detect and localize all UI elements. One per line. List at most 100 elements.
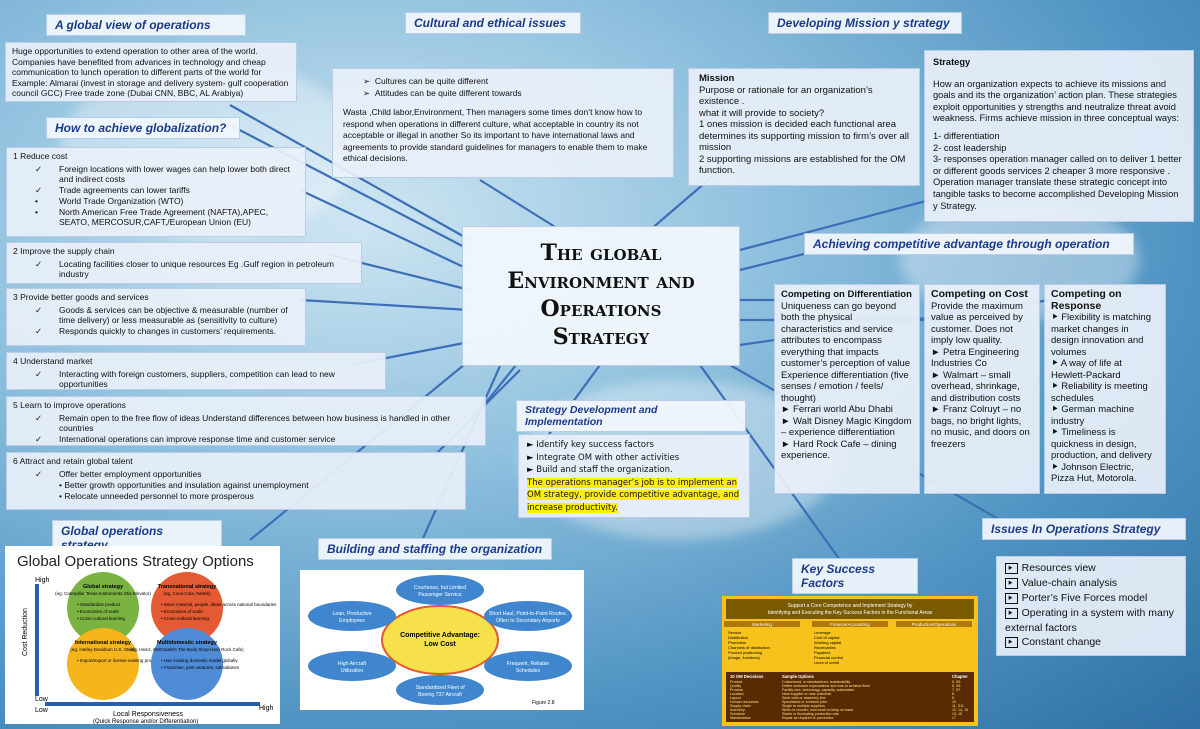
header-globalization: How to achieve globalization? — [46, 117, 240, 139]
globalization-bullet: ✓Offer better employment opportunities — [35, 468, 202, 479]
finance-item: Lines of credit — [814, 660, 840, 665]
factor-label: Often to Secondary Airports — [496, 618, 560, 624]
lower-cell: Stable or fluctuating production rate — [782, 712, 839, 716]
globalization-item: 5 Learn to improve operations ✓Remain ope… — [6, 396, 486, 446]
column-header: Marketing — [752, 622, 772, 627]
lower-cell: Quality — [730, 684, 741, 688]
header-strategy-dev: Strategy Development and Implementation — [516, 400, 746, 432]
lower-cell: Process — [730, 688, 743, 692]
x-axis-label: Local Responsiveness — [113, 711, 184, 718]
mission-line: Purpose or rationale for an organization… — [699, 84, 873, 108]
quadrant-title: Global strategy — [83, 584, 124, 590]
factor-label: Short Haul, Point-to-Point Routes, — [489, 611, 567, 617]
quadrant-title: Multidomestic strategy — [157, 640, 218, 646]
globalization-item-heading: 3 Provide better goods and services — [13, 292, 149, 302]
finance-item: Leverage — [814, 630, 831, 635]
play-icon: ⯈ — [1005, 637, 1018, 648]
lower-cell: Work cells or assembly line — [782, 696, 825, 700]
competing-line: ► Ferrari world Abu Dhabi — [781, 404, 893, 415]
globalization-item-heading: 5 Learn to improve operations — [13, 400, 126, 410]
table-title: Identifying and Executing the Key Succes… — [768, 610, 933, 616]
table-title: Support a Core Competence and Implement … — [788, 603, 913, 609]
axis-low-label: Low — [35, 707, 49, 714]
column-header: Finance/Accounting — [830, 622, 870, 627]
factor-label: Passenger Service — [418, 592, 462, 598]
factor-ellipse — [396, 575, 484, 605]
check-icon: ✓ — [35, 368, 43, 379]
globalization-item-heading: 2 Improve the supply chain — [13, 246, 115, 256]
strategy-line: Operation manager translate these strate… — [933, 177, 1179, 211]
lower-cell: Schedule — [730, 712, 745, 716]
title-line: Operations — [540, 296, 662, 322]
globalization-bullet: ✓Trade agreements can lower tariffs — [35, 184, 190, 195]
strategy-quadrant-circle — [67, 572, 139, 644]
quadrant-item: • Franchise, joint ventures, subsidiarie… — [161, 665, 240, 670]
lower-cell: 11, S11 — [952, 704, 964, 708]
competing-line: ► Franz Colruyt – no bags, no bright lig… — [931, 404, 1030, 450]
title-line: Environment and — [507, 268, 695, 294]
globalization-bullet: ✓Remain open to the free flow of ideas U… — [35, 412, 451, 433]
lower-header: Chapter — [952, 674, 968, 679]
check-icon: ✓ — [35, 184, 43, 195]
column-header-bg — [896, 621, 972, 627]
lower-cell: 13, 15 — [952, 712, 962, 716]
check-icon: • — [35, 206, 38, 217]
globalization-item: 6 Attract and retain global talent✓Offer… — [6, 452, 466, 510]
play-icon: ⯈ — [1005, 593, 1018, 604]
strategy-quadrant-circle — [151, 628, 223, 700]
globalization-bullet: •North American Free Trade Agreement (NA… — [35, 206, 269, 227]
factor-label: Standardized Fleet of — [415, 685, 465, 691]
competing-response: Competing on Response ⯈ Flexibility is m… — [1044, 284, 1166, 494]
quadrant-title: International strategy — [75, 640, 132, 646]
strategy-quadrant-circle — [151, 572, 223, 644]
globalization-item: 3 Provide better goods and services✓Good… — [6, 288, 306, 346]
cultural-bullet: ➢ Cultures can be quite different — [363, 76, 489, 86]
competing-line: ⯈ Timeliness is quickness in design, pro… — [1051, 427, 1152, 461]
strategy-dev-bullet: ► Integrate OM with other activities — [527, 452, 680, 463]
quadrant-item: • Cross-cultural learning — [161, 616, 209, 621]
lower-cell: 12, 14, 16 — [952, 708, 968, 712]
strategy-dev-bullet: ► Build and staff the organization. — [527, 465, 673, 475]
finance-item: Financial control — [814, 655, 843, 660]
lower-cell: 9 — [952, 696, 954, 700]
quadrant-item: • Standardize product — [77, 602, 121, 607]
competing-line: Uniqueness can go beyond both the physic… — [781, 300, 911, 404]
check-icon: ✓ — [35, 433, 43, 444]
strategy-quadrant-circle — [67, 628, 139, 700]
competing-line: Provide the maximum value as perceived b… — [931, 300, 1023, 347]
lower-cell: 17 — [952, 716, 956, 720]
factor-label: Frequent, Reliable — [507, 661, 550, 667]
strategy-line: 1- differentiation — [933, 130, 1000, 141]
competing-line: ► Petra Engineering Industries Co — [931, 346, 1020, 370]
figure-label: Figure 2.8 — [532, 700, 555, 706]
quadrant-subtitle: (eg, Coca-Cola, Nestlé) — [163, 591, 211, 596]
chart-title: Global Operations Strategy Options — [17, 553, 254, 570]
mission-line: 1 ones mission is decided each functiona… — [699, 119, 909, 153]
mission-box: Mission Purpose or rationale for an orga… — [688, 68, 920, 186]
globalization-bullet: •World Trade Organization (WTO) — [35, 195, 184, 206]
lower-header: 10 OM Decisions — [730, 674, 764, 679]
factor-ellipse — [308, 601, 396, 631]
strategy-dev-box: ► Identify key success factors ► Integra… — [518, 434, 750, 518]
lower-cell: 7, S7 — [952, 688, 960, 692]
mission-heading: Mission — [699, 73, 735, 84]
global-view-text: Huge opportunities to extend operation t… — [5, 42, 297, 102]
lower-cell: Inventory — [730, 708, 745, 712]
issue-item: ⯈ Porter’s Five Forces model — [1005, 592, 1148, 604]
strategy-line: 2- cost leadership — [933, 142, 1007, 153]
column-header: Production/Operations — [912, 622, 958, 627]
quadrant-subtitle: (eg, Heinz, McDonald’s The Body Shop Har… — [130, 647, 244, 652]
lower-cell: Define customer expectations and how to … — [782, 684, 870, 688]
mission-line: what it will provide to society? — [699, 107, 825, 119]
header-issues: Issues In Operations Strategy — [982, 518, 1186, 540]
quadrant-item: • Import/export or license existing prod… — [77, 658, 160, 663]
x-axis-sublabel: (Quick Response and/or Differentiation) — [93, 719, 198, 724]
marketing-item: Product positioning — [728, 650, 762, 655]
globalization-bullet: ✓Responds quickly to changes in customer… — [35, 325, 277, 336]
lower-cell: Facility size, technology, capacity, aut… — [782, 688, 854, 692]
globalization-item: 2 Improve the supply chain✓Locating faci… — [6, 242, 362, 284]
issue-item: ⯈ Operating in a system with many extern… — [1005, 607, 1174, 634]
axis-high-label: High — [259, 705, 274, 712]
